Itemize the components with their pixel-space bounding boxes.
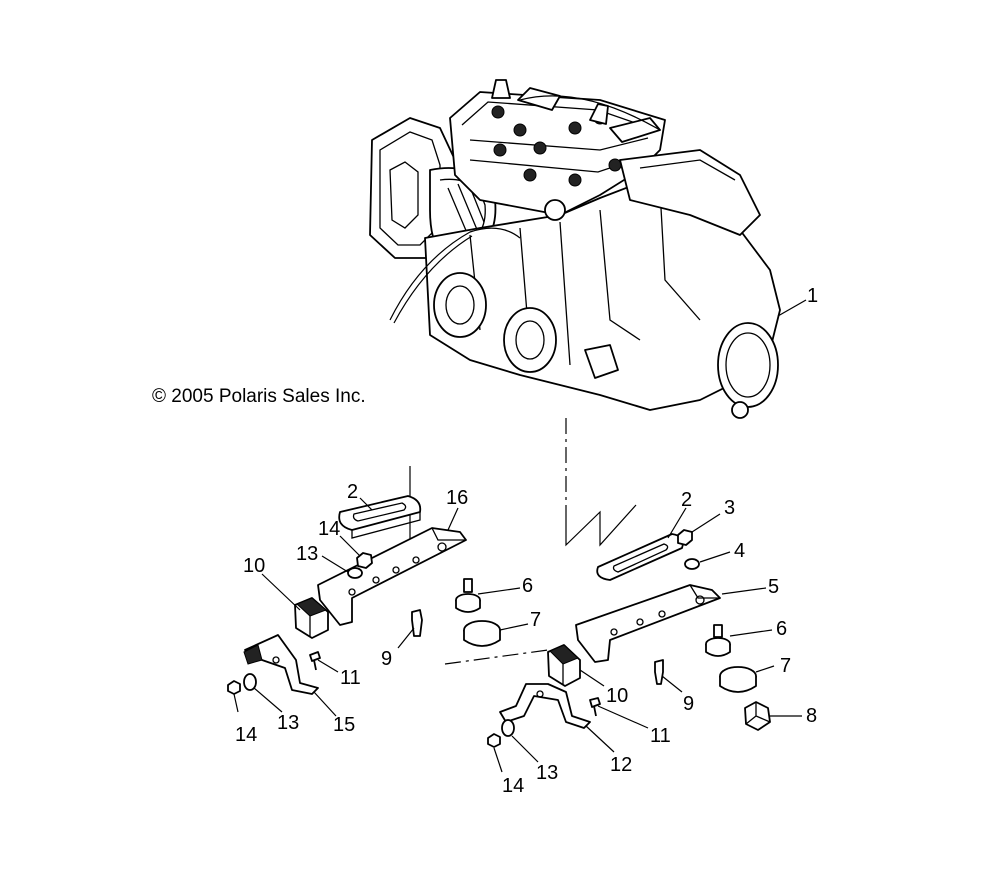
right-mount-group bbox=[487, 529, 771, 748]
callout-12: 12 bbox=[610, 754, 632, 776]
copyright-notice: © 2005 Polaris Sales Inc. bbox=[152, 386, 366, 407]
left-mount-group bbox=[227, 495, 501, 695]
washer-13-lower bbox=[243, 673, 257, 691]
callout-14-upper: 14 bbox=[318, 518, 340, 540]
engine-assembly bbox=[369, 79, 781, 419]
engine-block bbox=[389, 149, 781, 419]
callout-9-right: 9 bbox=[683, 693, 694, 715]
callout-16: 16 bbox=[446, 487, 468, 509]
callout-2-left: 2 bbox=[347, 481, 358, 503]
bolt-11-left bbox=[309, 651, 321, 671]
washer-4 bbox=[684, 558, 700, 570]
rubber-pad-7-left bbox=[463, 620, 501, 647]
exhaust-ports bbox=[433, 272, 557, 373]
callout-3: 3 bbox=[724, 497, 735, 519]
washer-13-upper bbox=[347, 567, 363, 579]
washer-13-right bbox=[501, 719, 515, 737]
callout-11-right: 11 bbox=[650, 725, 671, 747]
rubber-pad-7-right bbox=[719, 666, 757, 693]
leader-lines bbox=[233, 299, 807, 773]
nut-14-right bbox=[487, 733, 501, 748]
callout-10-right: 10 bbox=[606, 685, 628, 707]
callout-8: 8 bbox=[806, 705, 817, 727]
callout-11-left: 11 bbox=[340, 667, 361, 689]
engine-mount-bracket-16 bbox=[317, 527, 467, 626]
nut-3 bbox=[677, 529, 693, 546]
nut-14-lower bbox=[227, 680, 241, 695]
callout-2-right: 2 bbox=[681, 489, 692, 511]
support-bracket-15 bbox=[243, 634, 319, 695]
callout-5: 5 bbox=[768, 576, 779, 598]
callout-9-left: 9 bbox=[381, 648, 392, 670]
callout-7-right: 7 bbox=[780, 655, 791, 677]
lock-nut-8 bbox=[744, 701, 771, 731]
callout-14-lower: 14 bbox=[235, 724, 257, 746]
callout-4: 4 bbox=[734, 540, 745, 562]
callout-7-left: 7 bbox=[530, 609, 541, 631]
callout-6-left: 6 bbox=[522, 575, 533, 597]
magneto-cover bbox=[717, 322, 779, 408]
callout-13-upper: 13 bbox=[296, 543, 318, 565]
nut-14-upper bbox=[356, 552, 373, 569]
spacer-plate-right bbox=[596, 533, 684, 581]
bolt-9-right bbox=[654, 659, 664, 685]
callout-1: 1 bbox=[807, 285, 818, 307]
engine-isolator-6-right bbox=[705, 624, 731, 657]
callout-6-right: 6 bbox=[776, 618, 787, 640]
rubber-mount-10-right bbox=[547, 644, 581, 687]
bolt-11-right bbox=[589, 697, 601, 717]
rubber-mount-10-left bbox=[294, 597, 329, 639]
callout-labels: 1 2 16 14 13 10 6 7 9 11 14 13 15 2 3 4 … bbox=[235, 285, 818, 797]
bolt-9-left bbox=[411, 609, 423, 637]
callout-15: 15 bbox=[333, 714, 355, 736]
spacer-plate-left bbox=[338, 495, 422, 539]
engine-mount-bracket-5 bbox=[575, 584, 721, 663]
engine-isolator-6-left bbox=[455, 578, 481, 613]
callout-13-lower: 13 bbox=[277, 712, 299, 734]
callout-10-left: 10 bbox=[243, 555, 265, 577]
callout-13-right: 13 bbox=[536, 762, 558, 784]
callout-14-right: 14 bbox=[502, 775, 524, 797]
support-bracket-12 bbox=[499, 683, 591, 729]
